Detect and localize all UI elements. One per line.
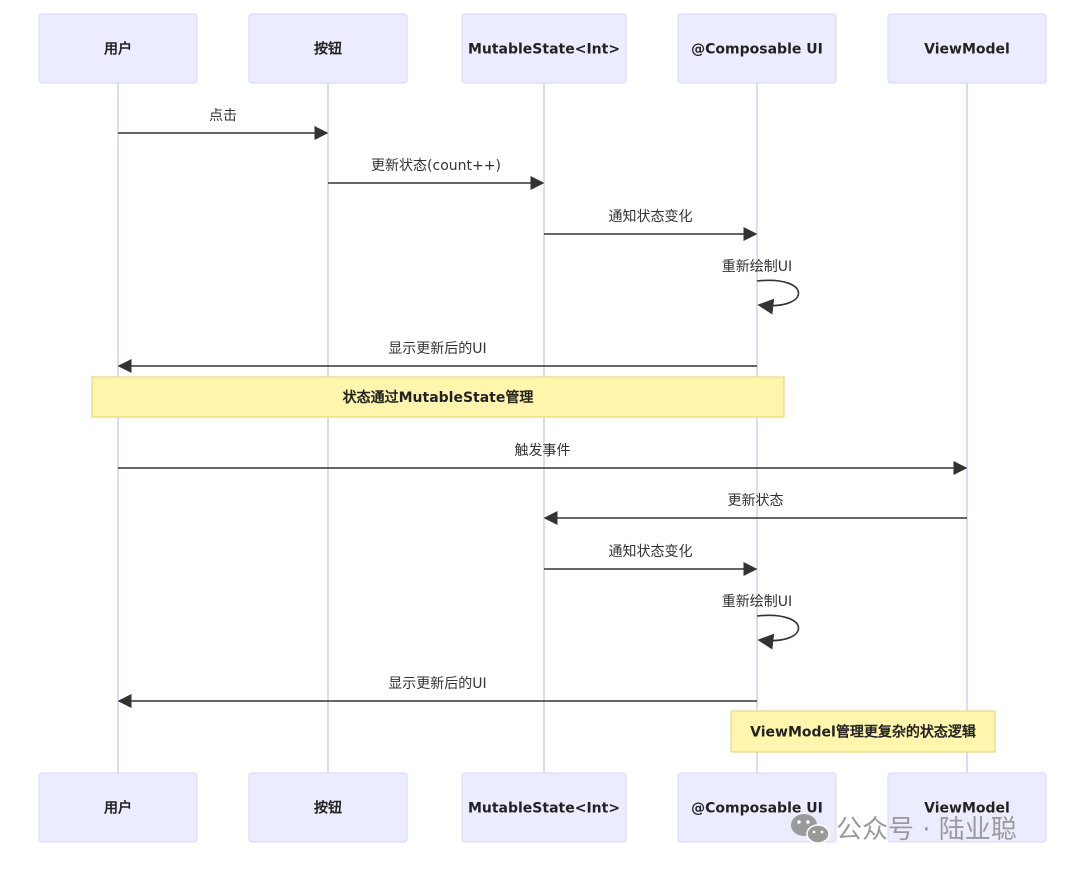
message-label: 重新绘制UI [722, 259, 792, 275]
message-2: 通知状态变化 [544, 208, 758, 241]
participant-top-1: 按钮 [248, 13, 408, 84]
self-message-arrow [756, 279, 800, 315]
message-label: 触发事件 [515, 443, 571, 459]
participant-label: @Composable UI [691, 42, 823, 58]
participant-label: MutableState<Int> [468, 801, 620, 817]
message-8: 重新绘制UI [722, 594, 800, 650]
note-0: 状态通过MutableState管理 [91, 376, 785, 418]
participants-top: 用户 按钮 MutableState<Int> @Composable UI ViewM… [38, 13, 1047, 84]
message-0: 点击 [118, 108, 329, 140]
message-1: 更新状态(count++) [328, 158, 545, 190]
participant-label: @Composable UI [691, 801, 823, 817]
message-label: 点击 [209, 108, 237, 124]
message-label: 通知状态变化 [609, 543, 693, 560]
participant-box [461, 13, 627, 84]
participant-bottom-4: ViewModel [887, 772, 1047, 843]
note-label: 状态通过MutableState管理 [343, 389, 534, 406]
message-label: 更新状态(count++) [371, 158, 501, 174]
message-label: 通知状态变化 [609, 208, 693, 225]
message-6: 更新状态 [543, 493, 967, 525]
note-box [91, 376, 785, 418]
participant-bottom-2: MutableState<Int> [461, 772, 627, 843]
participant-top-0: 用户 [38, 13, 198, 84]
participant-top-3: @Composable UI [677, 13, 837, 84]
self-message-arrow [756, 614, 800, 650]
participant-box [887, 13, 1047, 84]
participant-label: MutableState<Int> [468, 42, 620, 58]
participant-bottom-0: 用户 [38, 772, 198, 843]
note-box [730, 710, 996, 753]
wechat-icon [791, 814, 830, 844]
participant-box [887, 772, 1047, 843]
participant-box [248, 772, 408, 843]
participant-label: 用户 [104, 41, 132, 58]
participant-bottom-1: 按钮 [248, 772, 408, 843]
participant-box [461, 772, 627, 843]
participant-top-2: MutableState<Int> [461, 13, 627, 84]
participants-bottom: 用户 按钮 MutableState<Int> @Composable UI ViewM… [38, 772, 1047, 843]
messages: 点击更新状态(count++)通知状态变化重新绘制UI显示更新后的UI触发事件更… [117, 108, 968, 708]
participant-label: ViewModel [924, 801, 1010, 817]
message-label: 显示更新后的UI [388, 676, 486, 692]
message-9: 显示更新后的UI [117, 676, 757, 708]
message-5: 触发事件 [118, 443, 968, 475]
lifelines [117, 83, 968, 773]
note-1: ViewModel管理更复杂的状态逻辑 [730, 710, 996, 753]
participant-top-4: ViewModel [887, 13, 1047, 84]
participant-label: 按钮 [314, 800, 342, 817]
note-label: ViewModel管理更复杂的状态逻辑 [750, 724, 976, 741]
participant-label: 按钮 [314, 41, 342, 58]
watermark-text: 公众号 · 陆业聪 [836, 815, 1017, 845]
participant-box [248, 13, 408, 84]
participant-label: 用户 [104, 800, 132, 817]
message-7: 通知状态变化 [544, 543, 758, 576]
participant-box [677, 13, 837, 84]
notes: 状态通过MutableState管理 ViewModel管理更复杂的状态逻辑 [91, 376, 996, 753]
watermark: 公众号 · 陆业聪 [791, 814, 1017, 845]
message-label: 重新绘制UI [722, 594, 792, 610]
message-4: 显示更新后的UI [117, 341, 757, 373]
message-label: 更新状态 [728, 493, 784, 509]
message-3: 重新绘制UI [722, 259, 800, 315]
message-label: 显示更新后的UI [388, 341, 486, 357]
participant-label: ViewModel [924, 42, 1010, 58]
participant-box [38, 772, 198, 843]
participant-box [38, 13, 198, 84]
